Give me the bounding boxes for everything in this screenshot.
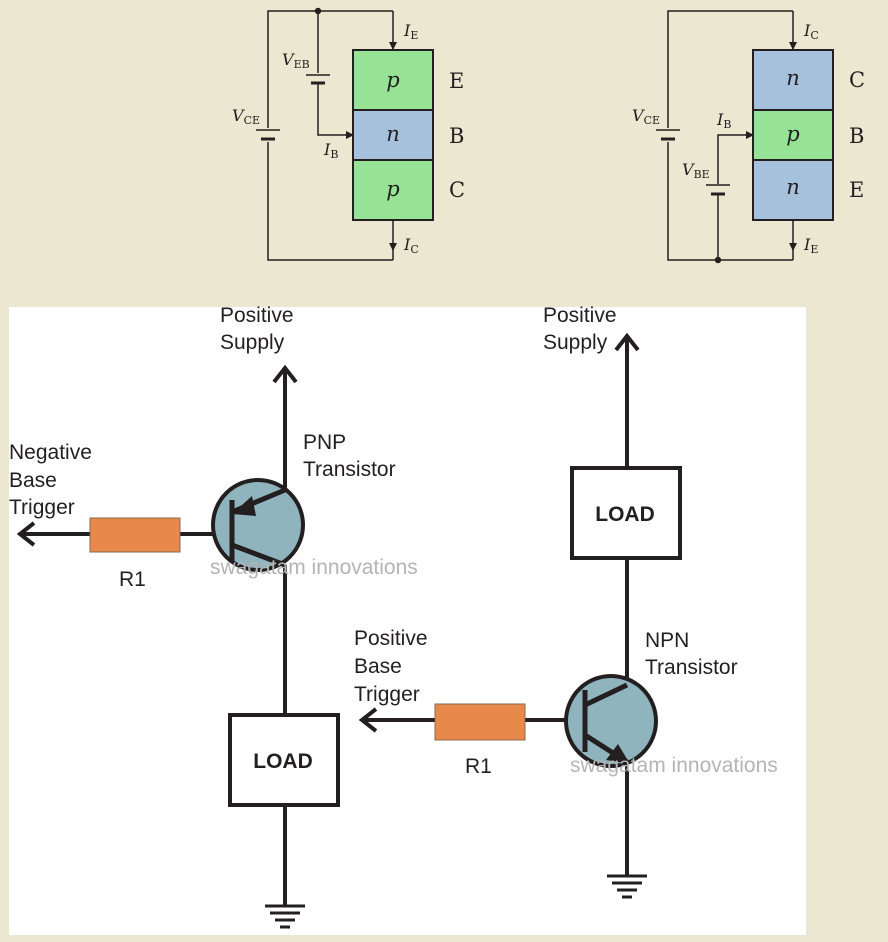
npn-region-collector-letter: n [786, 66, 800, 90]
pnp-supply-arrowhead [272, 364, 298, 384]
pnp-emitter-arrow-icon [232, 496, 256, 516]
npn-trigger-label-line2: Base [354, 655, 402, 678]
npn-trigger-label-line3: Trigger [354, 683, 420, 706]
pnp-trigger-arrowhead [16, 521, 36, 547]
npn-terminal-e: E [849, 178, 864, 202]
npn-vce-label: VCE [632, 106, 660, 127]
pnp-resistor-label: R1 [119, 568, 146, 591]
npn-load-box [570, 466, 682, 560]
pnp-terminal-b: B [449, 124, 464, 148]
pnp-trigger-label-line3: Trigger [9, 496, 75, 519]
npn-emitter-arrow-icon [606, 744, 630, 764]
npn-load-label: LOAD [595, 503, 655, 526]
pnp-transistor-label-line2: Transistor [303, 458, 396, 481]
pnp-watermark: swagatam innovations [210, 556, 418, 579]
npn-ib-label: IB [716, 110, 731, 131]
pnp-transistor-label-line1: PNP [303, 431, 346, 454]
npn-structure-blocks: n p n C B E VCE VBE IC IB IE [632, 21, 865, 256]
pnp-structure-blocks: p n p E B C VEB VCE IE IB IC [232, 21, 465, 256]
pnp-vce-label: VCE [232, 106, 260, 127]
npn-resistor-r1 [434, 703, 526, 741]
pnp-terminal-c: C [449, 178, 465, 202]
npn-trigger-label-line1: Positive [354, 627, 428, 650]
npn-transistor-label-line1: NPN [645, 629, 689, 652]
pnp-resistor-r1 [89, 517, 181, 553]
npn-region-emitter-letter: n [786, 175, 800, 199]
pnp-load-box [228, 713, 340, 807]
npn-region-emitter [752, 159, 834, 221]
pnp-structure-diagram [256, 7, 397, 261]
npn-vce-loop-wire-bottom [667, 142, 793, 261]
npn-region-collector [752, 49, 834, 111]
pnp-load-label: LOAD [253, 750, 313, 773]
pnp-switch-circuit: Positive Supply PNP Transistor Negative … [9, 304, 418, 929]
npn-structure-diagram [656, 10, 797, 264]
pnp-region-base [352, 109, 434, 161]
npn-switch-circuit: Positive Supply NPN Transistor Positive … [354, 304, 778, 899]
npn-terminal-c: C [849, 68, 865, 92]
pnp-supply-label-line1: Positive [220, 304, 294, 327]
npn-region-base-letter: p [786, 122, 799, 146]
pnp-region-collector [352, 159, 434, 221]
npn-supply-arrowhead [614, 332, 640, 352]
pnp-vce-loop-wire-bottom [267, 142, 393, 261]
pnp-ie-label: IE [403, 21, 418, 42]
npn-vbe-label: VBE [682, 160, 710, 181]
npn-vce-loop-wire [667, 10, 793, 128]
pnp-terminal-e: E [449, 69, 464, 93]
pnp-region-base-letter: n [386, 122, 400, 146]
npn-trigger-arrowhead [358, 707, 378, 733]
pnp-ic-label: IC [403, 235, 419, 256]
pnp-veb-wire-bottom [317, 84, 354, 139]
pnp-veb-label: VEB [282, 50, 310, 71]
npn-transistor-label-line2: Transistor [645, 656, 738, 679]
pnp-transistor-collector [231, 542, 286, 568]
npn-supply-label-line1: Positive [543, 304, 617, 327]
npn-resistor-label: R1 [465, 755, 492, 778]
pnp-supply-label-line2: Supply [220, 331, 285, 354]
pnp-trigger-label-line1: Negative [9, 441, 92, 464]
npn-junction-dot [714, 256, 722, 264]
pnp-trigger-label-line2: Base [9, 469, 57, 492]
npn-transistor-collector [583, 682, 629, 708]
npn-ic-label: IC [803, 21, 819, 42]
npn-supply-label-line2: Supply [543, 331, 608, 354]
npn-ground-icon [607, 874, 647, 899]
npn-transistor-body [564, 674, 658, 768]
pnp-vce-loop-wire [267, 10, 393, 128]
npn-terminal-b: B [849, 124, 864, 148]
pnp-region-emitter-letter: p [386, 68, 399, 92]
circuit-panel [9, 307, 806, 935]
npn-vbe-wire-top [717, 131, 754, 184]
pnp-region-collector-letter: p [386, 177, 399, 201]
npn-watermark: swagatam innovations [570, 754, 778, 777]
npn-ie-label: IE [803, 235, 818, 256]
pnp-ib-label: IB [323, 140, 338, 161]
pnp-ground-icon [265, 904, 305, 929]
pnp-junction-dot [314, 7, 322, 15]
